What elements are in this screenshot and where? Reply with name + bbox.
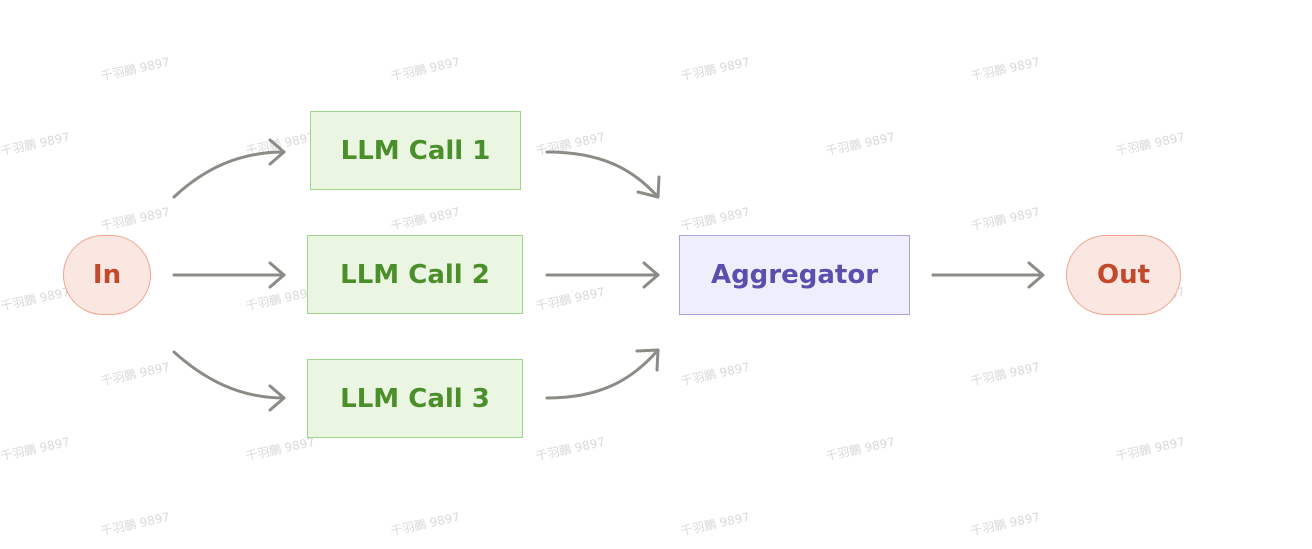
llm-call-3-node[interactable]: LLM Call 3 bbox=[307, 359, 523, 438]
arrow-llm1-to-aggregator bbox=[545, 150, 661, 199]
arrow-in-to-llm1 bbox=[172, 138, 286, 199]
arrow-llm2-to-aggregator bbox=[545, 261, 660, 289]
input-node-label: In bbox=[92, 260, 122, 290]
aggregator-node[interactable]: Aggregator bbox=[679, 235, 910, 315]
llm-call-2-node[interactable]: LLM Call 2 bbox=[307, 235, 523, 314]
output-node-label: Out bbox=[1096, 260, 1151, 290]
arrow-in-to-llm2 bbox=[172, 261, 286, 289]
input-node[interactable]: In bbox=[63, 235, 151, 315]
arrow-in-to-llm3 bbox=[172, 350, 286, 412]
llm-call-1-label: LLM Call 1 bbox=[340, 135, 491, 166]
llm-call-2-label: LLM Call 2 bbox=[340, 259, 490, 290]
arrow-aggregator-to-out bbox=[931, 261, 1045, 289]
output-node[interactable]: Out bbox=[1066, 235, 1181, 315]
aggregator-label: Aggregator bbox=[710, 260, 879, 290]
arrow-llm3-to-aggregator bbox=[545, 348, 660, 400]
llm-call-3-label: LLM Call 3 bbox=[340, 383, 490, 414]
llm-call-1-node[interactable]: LLM Call 1 bbox=[310, 111, 521, 190]
